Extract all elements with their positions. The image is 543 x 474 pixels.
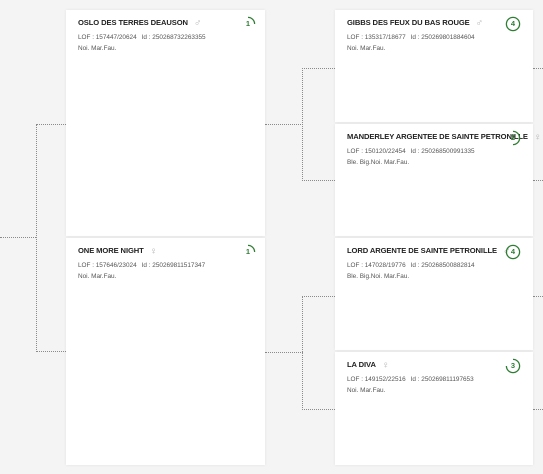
generation-number: 4 — [510, 19, 516, 28]
progress-ring-icon — [247, 16, 256, 25]
generation-number: 1 — [245, 247, 251, 256]
progress-arc — [505, 16, 521, 32]
dog-name[interactable]: LA DIVA♀ — [347, 360, 390, 371]
dog-card-paternal-granddam[interactable]: MANDERLEY ARGENTEE DE SAINTE PETRONILLE♀… — [335, 124, 542, 236]
female-icon: ♀ — [533, 132, 542, 143]
progress-arc — [505, 244, 521, 260]
dog-color: Noi. Mar.Fau. — [78, 273, 117, 280]
connector-line — [0, 237, 36, 238]
progress-ring-icon — [512, 130, 521, 146]
generation-number: 4 — [510, 247, 516, 256]
connector-line — [533, 296, 543, 297]
connector-line — [265, 352, 303, 353]
dog-card-maternal-grandsire[interactable]: LORD ARGENTE DE SAINTE PETRONILLE♂ LOF :… — [335, 238, 533, 350]
progress-arc — [512, 130, 521, 146]
progress-arc — [247, 16, 256, 25]
connector-line — [302, 296, 335, 297]
generation-number: 1 — [245, 19, 251, 28]
dog-name[interactable]: ONE MORE NIGHT♀ — [78, 246, 158, 257]
dog-color: Noi. Mar.Fau. — [347, 45, 386, 52]
dog-card-sire[interactable]: OSLO DES TERRES DEAUSON♂ LOF : 157447/20… — [66, 10, 265, 236]
generation-badge: 2 — [505, 130, 521, 146]
dog-name[interactable]: MANDERLEY ARGENTEE DE SAINTE PETRONILLE♀ — [347, 132, 542, 143]
female-icon: ♀ — [149, 246, 158, 257]
dog-card-paternal-grandsire[interactable]: GIBBS DES FEUX DU BAS ROUGE♂ LOF : 13531… — [335, 10, 533, 122]
progress-ring-icon — [505, 244, 521, 260]
generation-badge: 3 — [505, 358, 521, 374]
male-icon: ♂ — [475, 18, 484, 29]
generation-badge: 1 — [240, 244, 256, 260]
generation-badge: 1 — [240, 16, 256, 32]
connector-line — [36, 351, 66, 352]
generation-number: 3 — [510, 361, 516, 370]
generation-number: 2 — [510, 133, 516, 142]
progress-ring-icon — [247, 244, 256, 253]
dog-name[interactable]: OSLO DES TERRES DEAUSON♂ — [78, 18, 202, 29]
progress-arc — [247, 244, 256, 253]
connector-line — [533, 180, 543, 181]
connector-line — [36, 124, 37, 352]
connector-line — [302, 68, 303, 181]
dog-color: Ble. Big.Noi. Mar.Fau. — [347, 273, 410, 280]
female-icon: ♀ — [381, 360, 390, 371]
generation-badge: 4 — [505, 244, 521, 260]
dog-name[interactable]: LORD ARGENTE DE SAINTE PETRONILLE♂ — [347, 246, 511, 257]
dog-color: Ble. Big.Noi. Mar.Fau. — [347, 159, 410, 166]
connector-line — [533, 68, 543, 69]
dog-color: Noi. Mar.Fau. — [347, 387, 386, 394]
connector-line — [302, 296, 303, 410]
connector-line — [265, 124, 303, 125]
connector-line — [533, 409, 543, 410]
connector-line — [302, 68, 335, 69]
male-icon: ♂ — [193, 18, 202, 29]
progress-arc — [505, 358, 521, 374]
connector-line — [36, 124, 66, 125]
dog-color: Noi. Mar.Fau. — [78, 45, 117, 52]
connector-line — [302, 409, 335, 410]
progress-ring-icon — [505, 16, 521, 32]
generation-badge: 4 — [505, 16, 521, 32]
dog-name[interactable]: GIBBS DES FEUX DU BAS ROUGE♂ — [347, 18, 484, 29]
progress-ring-icon — [505, 358, 521, 374]
connector-line — [302, 180, 335, 181]
